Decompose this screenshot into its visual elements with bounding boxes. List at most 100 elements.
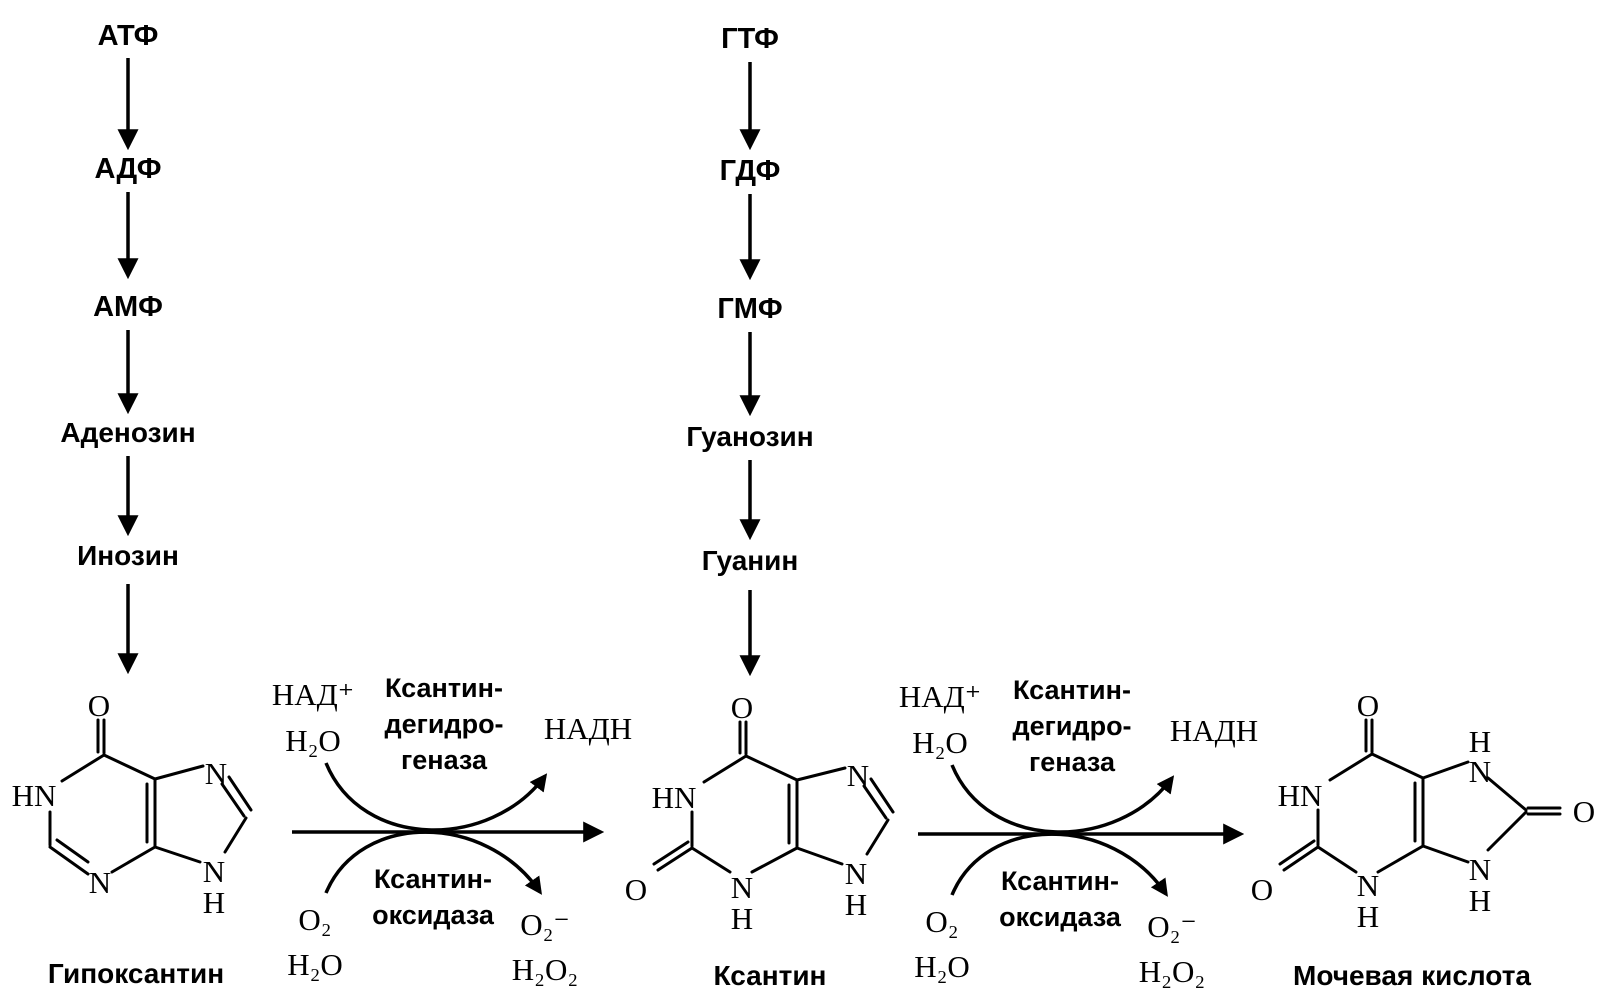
reaction1-dehydrogenase-line3: геназа [401, 745, 488, 775]
reaction1-h2o-top: H₂O [285, 723, 341, 758]
reaction2-oxidase-curve [950, 832, 1168, 897]
hypoxanthine-n7: N [205, 756, 227, 791]
bond-c4-n9 [795, 846, 844, 866]
bond-c4-n9 [1421, 844, 1470, 864]
reaction1-nadh: НАДН [544, 711, 632, 746]
uric-acid-o8: O [1573, 794, 1595, 829]
bond-n7-c8-double [869, 777, 895, 814]
uric-acid-o6: O [1357, 688, 1379, 723]
bond-c2-o [1282, 845, 1320, 872]
xanthine-n7: N [847, 758, 869, 793]
bond-c4-n9 [153, 845, 202, 864]
bond-c2-o [656, 846, 694, 872]
reaction-2: НАД⁺ H₂O Ксантин- дегидро- геназа НАДН К… [899, 675, 1258, 989]
inosine-label: Инозин [77, 540, 179, 571]
bond-c2-n3-double [55, 838, 90, 864]
guanosine-label: Гуанозин [686, 421, 813, 452]
reaction2-nadh: НАДН [1170, 713, 1258, 748]
bond-n3-c4 [110, 845, 157, 874]
bond-c6-n1 [60, 753, 106, 783]
uric-acid-hn1: HN [1278, 778, 1323, 813]
uric-acid-structure: O HN O N H H N O N H Мочевая кислота [1251, 688, 1595, 991]
reaction2-superoxide: O₂⁻ [1147, 909, 1197, 944]
reaction1-h2o2: H₂O₂ [512, 952, 578, 987]
adenosine-label: Аденозин [60, 417, 195, 448]
bond-n7-c8 [220, 782, 246, 818]
reaction2-dehydrogenase-curve [950, 764, 1175, 834]
hypoxanthine-hn1: HN [12, 778, 57, 813]
bond-c2-n3 [48, 845, 90, 876]
atp-label: АТФ [98, 20, 159, 52]
bond-c8-n9 [223, 816, 248, 854]
reaction2-dehydrogenase-line1: Ксантин- [1013, 675, 1131, 705]
adenine-branch: АТФ АДФ АМФ Аденозин Инозин [60, 20, 196, 675]
adp-label: АДФ [94, 153, 161, 185]
bond-c2-n3 [690, 846, 732, 874]
xanthine-structure: O HN O N H N N H Ксантин [625, 690, 895, 991]
xanthine-o6: O [731, 690, 753, 725]
reaction2-h2o-bottom: H₂O [914, 949, 970, 984]
bond-c6-n1 [1328, 752, 1374, 782]
bond-n7-c8 [862, 784, 888, 820]
reaction2-o2: O₂ [925, 904, 958, 939]
uric-acid-label: Мочевая кислота [1293, 960, 1531, 991]
bond-c6-n1 [702, 754, 748, 784]
xanthine-label: Ксантин [714, 960, 827, 991]
uric-acid-n9: N [1469, 852, 1491, 887]
reaction1-nad-plus: НАД⁺ [272, 677, 354, 712]
reaction1-oxidase-curve [324, 830, 542, 895]
guanine-branch: ГТФ ГДФ ГМФ Гуанозин Гуанин [686, 23, 814, 677]
bond-c6-c5 [744, 754, 799, 782]
hypoxanthine-label: Гипоксантин [48, 958, 224, 989]
bond-n7-c8-double [227, 775, 253, 812]
hypoxanthine-o: O [88, 688, 110, 723]
reaction1-o2: O₂ [298, 902, 331, 937]
reaction1-oxidase-line1: Ксантин- [374, 864, 492, 894]
hypoxanthine-n3: N [89, 865, 111, 900]
uric-acid-h3: H [1357, 899, 1379, 934]
reaction2-dehydrogenase-line2: дегидро- [1012, 711, 1131, 741]
xanthine-h9: H [845, 887, 867, 922]
xanthine-o2: O [625, 872, 647, 907]
reaction2-h2o2: H₂O₂ [1139, 954, 1205, 989]
xanthine-hn1: HN [652, 780, 697, 815]
reaction2-oxidase-line2: оксидаза [999, 902, 1122, 932]
bond-c2-o-double [1278, 839, 1316, 866]
reaction2-h2o-top: H₂O [912, 725, 968, 760]
bond-c5-n7 [795, 766, 847, 782]
bond-c5-n7 [1421, 760, 1470, 780]
xanthine-n3: N [731, 870, 753, 905]
bond-c2-n3 [1316, 845, 1358, 874]
guanine-label: Гуанин [702, 545, 799, 576]
bond-n7-c8 [1486, 776, 1528, 812]
bond-c6-c5 [102, 753, 157, 781]
bond-n3-c4 [750, 846, 799, 874]
uric-acid-o2: O [1251, 872, 1273, 907]
gmp-label: ГМФ [717, 293, 782, 325]
xanthine-h3: H [731, 901, 753, 936]
bond-n3-c4 [1376, 844, 1425, 874]
reaction2-nad-plus: НАД⁺ [899, 679, 981, 714]
uric-acid-h9: H [1469, 883, 1491, 918]
hypoxanthine-h9: H [203, 885, 225, 920]
reaction1-dehydrogenase-line1: Ксантин- [385, 673, 503, 703]
hypoxanthine-n9: N [203, 854, 225, 889]
gtp-label: ГТФ [721, 23, 779, 55]
xanthine-n9: N [845, 856, 867, 891]
uric-acid-h7: H [1469, 724, 1491, 759]
uric-acid-n3: N [1357, 868, 1379, 903]
bond-c5-n7 [153, 764, 205, 781]
reaction-1: НАД⁺ H₂O Ксантин- дегидро- геназа НАДН К… [272, 673, 632, 987]
gdp-label: ГДФ [720, 155, 781, 187]
bond-c8-n9 [1486, 810, 1528, 852]
bond-c2-o-double [652, 840, 690, 866]
reaction1-oxidase-line2: оксидаза [372, 900, 495, 930]
reaction1-superoxide: O₂⁻ [520, 907, 570, 942]
uric-acid-n7: N [1469, 754, 1491, 789]
reaction2-oxidase-line1: Ксантин- [1001, 866, 1119, 896]
bond-c8-n9 [865, 818, 890, 856]
reaction2-dehydrogenase-line3: геназа [1029, 747, 1116, 777]
reaction1-dehydrogenase-curve [324, 762, 548, 832]
reaction1-h2o-bottom: H₂O [287, 947, 343, 982]
